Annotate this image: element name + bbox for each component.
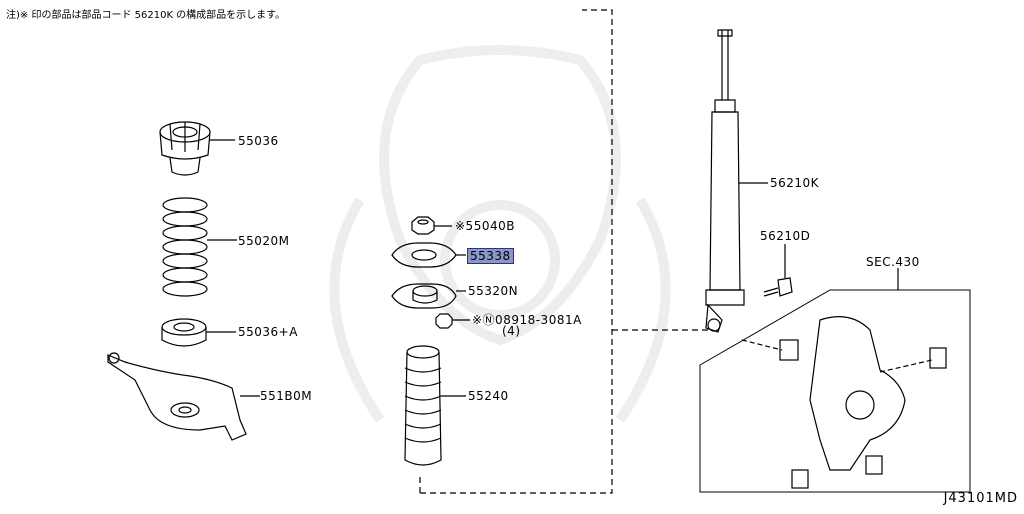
coil-spring-55020m (162, 197, 237, 297)
nut-55040b (411, 216, 452, 235)
shock-absorber-56210k (705, 29, 768, 333)
part-label-56210k[interactable]: 56210K (770, 176, 820, 190)
part-label-55240[interactable]: 55240 (468, 389, 509, 403)
knuckle-section-430 (699, 268, 971, 493)
lower-arm-551b0m (107, 352, 260, 441)
bolt-56210d (763, 244, 793, 297)
part-quantity-08918: (4) (502, 324, 521, 338)
nut-08918 (435, 313, 470, 329)
spring-seat-55036a (161, 318, 236, 347)
part-label-551b0m[interactable]: 551B0M (260, 389, 313, 403)
assembly-bracket (420, 9, 613, 494)
part-label-56210d[interactable]: 56210D (760, 229, 811, 243)
part-label-55338-highlighted[interactable]: 55338 (467, 248, 514, 264)
part-label-55036a[interactable]: 55036+A (238, 325, 298, 339)
part-label-55036[interactable]: 55036 (238, 134, 279, 148)
part-label-55040b[interactable]: ※55040B (455, 219, 515, 233)
dust-boot-55240 (404, 345, 466, 466)
spring-seat-55036 (159, 121, 235, 176)
gasket-55338 (391, 242, 466, 268)
parts-note: 注)※ 印の部品は部品コード 56210K の構成部品を示します。 (6, 10, 286, 21)
part-label-55020m[interactable]: 55020M (238, 234, 290, 248)
upper-mount-55320n (391, 283, 466, 309)
part-label-55320n[interactable]: 55320N (468, 284, 519, 298)
part-label-08918[interactable]: ※Ⓝ08918-3081A (472, 313, 582, 327)
figure-id: J43101MD (943, 491, 1018, 506)
watermark-emblem (329, 45, 671, 423)
section-label-430[interactable]: SEC.430 (866, 255, 920, 269)
